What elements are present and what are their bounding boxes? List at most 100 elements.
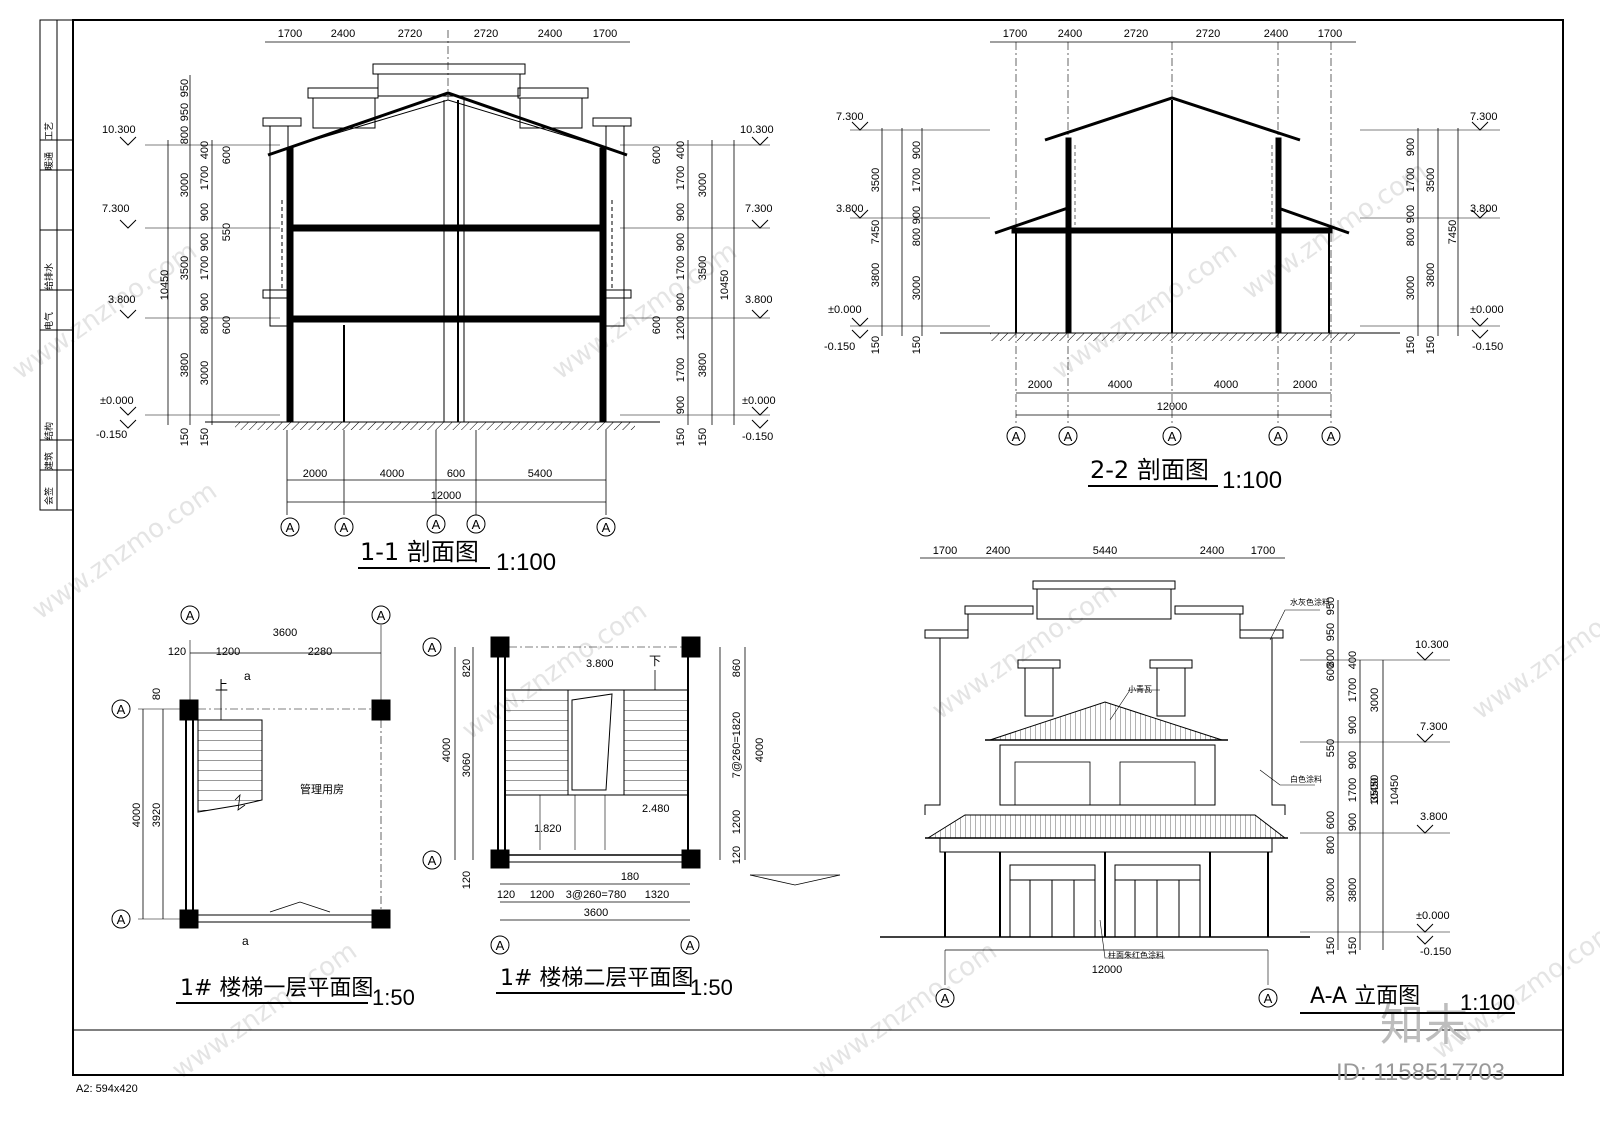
title-block-4: 给排水	[43, 263, 55, 290]
s1-axis-3-bubble	[466, 514, 486, 534]
st1-axis-3: A	[117, 912, 126, 927]
s1-top-dim-1: 2400	[331, 28, 355, 40]
s1-lc2-5: 900	[199, 293, 211, 311]
watermark-7: www.znzmo.com	[1467, 576, 1600, 726]
s2-rc1-3: 800	[1405, 228, 1417, 246]
el-col3-2: 10450	[1369, 775, 1381, 806]
s1-lc1-3: 3000	[179, 173, 191, 197]
stair-2-drawing	[454, 636, 841, 921]
watermark-0: www.znzmo.com	[7, 236, 203, 386]
st2-left-total: 4000	[441, 738, 453, 762]
el-col1-3: 600	[1325, 663, 1337, 681]
s2-lc2-5: 150	[911, 336, 923, 354]
s1-lc3-2: 600	[221, 316, 233, 334]
s1-bottom-dim-2: 600	[447, 468, 465, 480]
s1-axis-1: A	[340, 520, 349, 535]
el-level-0: 10.300	[1415, 639, 1449, 651]
s2-top-dim-2: 2720	[1124, 28, 1148, 40]
level-marker	[119, 136, 137, 146]
title-block-6: 工艺	[44, 122, 55, 140]
s2-right-level-3: -0.150	[1472, 341, 1503, 353]
s1-lc2-8: 150	[199, 428, 211, 446]
s1-rc2-5: 900	[675, 293, 687, 311]
s2-left-level-3: -0.150	[824, 341, 855, 353]
level-marker	[851, 121, 869, 131]
level-marker	[1416, 923, 1434, 933]
s1-left-level-2: 3.800	[108, 294, 136, 306]
s1-top-dim-2: 2720	[398, 28, 422, 40]
level-marker	[1416, 824, 1434, 834]
level-marker	[751, 406, 769, 416]
s1-axis-1-bubble	[334, 517, 354, 537]
s2-left-level-2: ±0.000	[828, 304, 862, 316]
el-level-2: 3.800	[1420, 811, 1448, 823]
el-col3-total: 10450	[1389, 775, 1401, 806]
st2-scale: 1:50	[690, 975, 733, 1000]
s2-right-level-1: 3.800	[1470, 203, 1498, 215]
s1-right-level-3: ±0.000	[742, 395, 776, 407]
st2-level-0: 3.800	[586, 658, 614, 670]
el-col1-4: 550	[1325, 739, 1337, 757]
el-axis-1-bubble	[1258, 988, 1278, 1008]
watermark-4: www.znzmo.com	[27, 476, 223, 626]
watermark-1: www.znzmo.com	[547, 236, 743, 386]
el-axis-1: A	[1264, 991, 1273, 1006]
s2-axis-1-bubble	[1058, 426, 1078, 446]
el-col1-8: 150	[1325, 937, 1337, 955]
el-col2-4: 1700	[1347, 778, 1359, 802]
el-top-dim-2: 5440	[1093, 545, 1117, 557]
el-col2-1: 1700	[1347, 678, 1359, 702]
el-col1-0: 950	[1325, 597, 1337, 615]
watermark-2: www.znzmo.com	[1047, 236, 1243, 386]
stair-1-drawing	[138, 625, 391, 929]
level-marker	[751, 219, 769, 229]
s1-axis-0-bubble	[280, 517, 300, 537]
level-marker	[1471, 329, 1489, 339]
section-2-drawing	[850, 41, 1500, 425]
watermark-10: www.znzmo.com	[167, 936, 363, 1086]
s1-left-total: 10450	[159, 270, 171, 301]
el-col2-5: 900	[1347, 813, 1359, 831]
s1-lc2-0: 400	[199, 141, 211, 159]
st2-axis-1-bubble	[422, 850, 442, 870]
level-marker	[119, 219, 137, 229]
el-note-1: 小青瓦	[1128, 684, 1152, 694]
st2-down: 下	[649, 654, 661, 668]
st2-axis-0-bubble	[422, 637, 442, 657]
s1-rc1-1: 600	[651, 316, 663, 334]
el-col1-2: 800	[1325, 649, 1337, 667]
el-col3-1: 3500	[1369, 778, 1381, 802]
el-scale: 1:100	[1460, 990, 1515, 1015]
s2-top-dim-1: 2400	[1058, 28, 1082, 40]
s1-lc1-4: 3500	[179, 256, 191, 280]
st2-bottom-dim-3: 1320	[645, 889, 669, 901]
el-bottom-total: 12000	[1092, 964, 1123, 976]
s1-bottom-dim-3: 5400	[528, 468, 552, 480]
level-marker	[1416, 935, 1434, 945]
st1-axis-0: A	[186, 608, 195, 623]
s2-right-level-2: ±0.000	[1470, 304, 1504, 316]
s2-right-level-0: 7.300	[1470, 111, 1498, 123]
st1-top-total: 3600	[273, 627, 297, 639]
el-col2-3: 900	[1347, 751, 1359, 769]
st1-axis-0-bubble	[180, 605, 200, 625]
st1-cut-bottom: a	[242, 934, 249, 948]
sheet-size-label: A2: 594x420	[76, 1083, 138, 1095]
st2-left-dim-0: 820	[461, 659, 473, 677]
s1-lc1-2: 800	[179, 126, 191, 144]
el-col1-1: 950	[1325, 623, 1337, 641]
s1-rc2-2: 900	[675, 203, 687, 221]
st2-right-dim-2: 1200	[731, 810, 743, 834]
st1-room: 管理用房	[300, 782, 344, 796]
s1-left-level-1: 7.300	[102, 203, 130, 215]
st2-bottom-dim-2: 3@260=780	[566, 889, 626, 901]
s1-lc2-2: 900	[199, 203, 211, 221]
st2-axis-3-bubble	[680, 935, 700, 955]
st1-left-dim-0: 80	[151, 688, 163, 700]
s2-rc2-1: 3800	[1425, 263, 1437, 287]
s1-bottom-dim-1: 4000	[380, 468, 404, 480]
st1-left-total: 4000	[131, 803, 143, 827]
